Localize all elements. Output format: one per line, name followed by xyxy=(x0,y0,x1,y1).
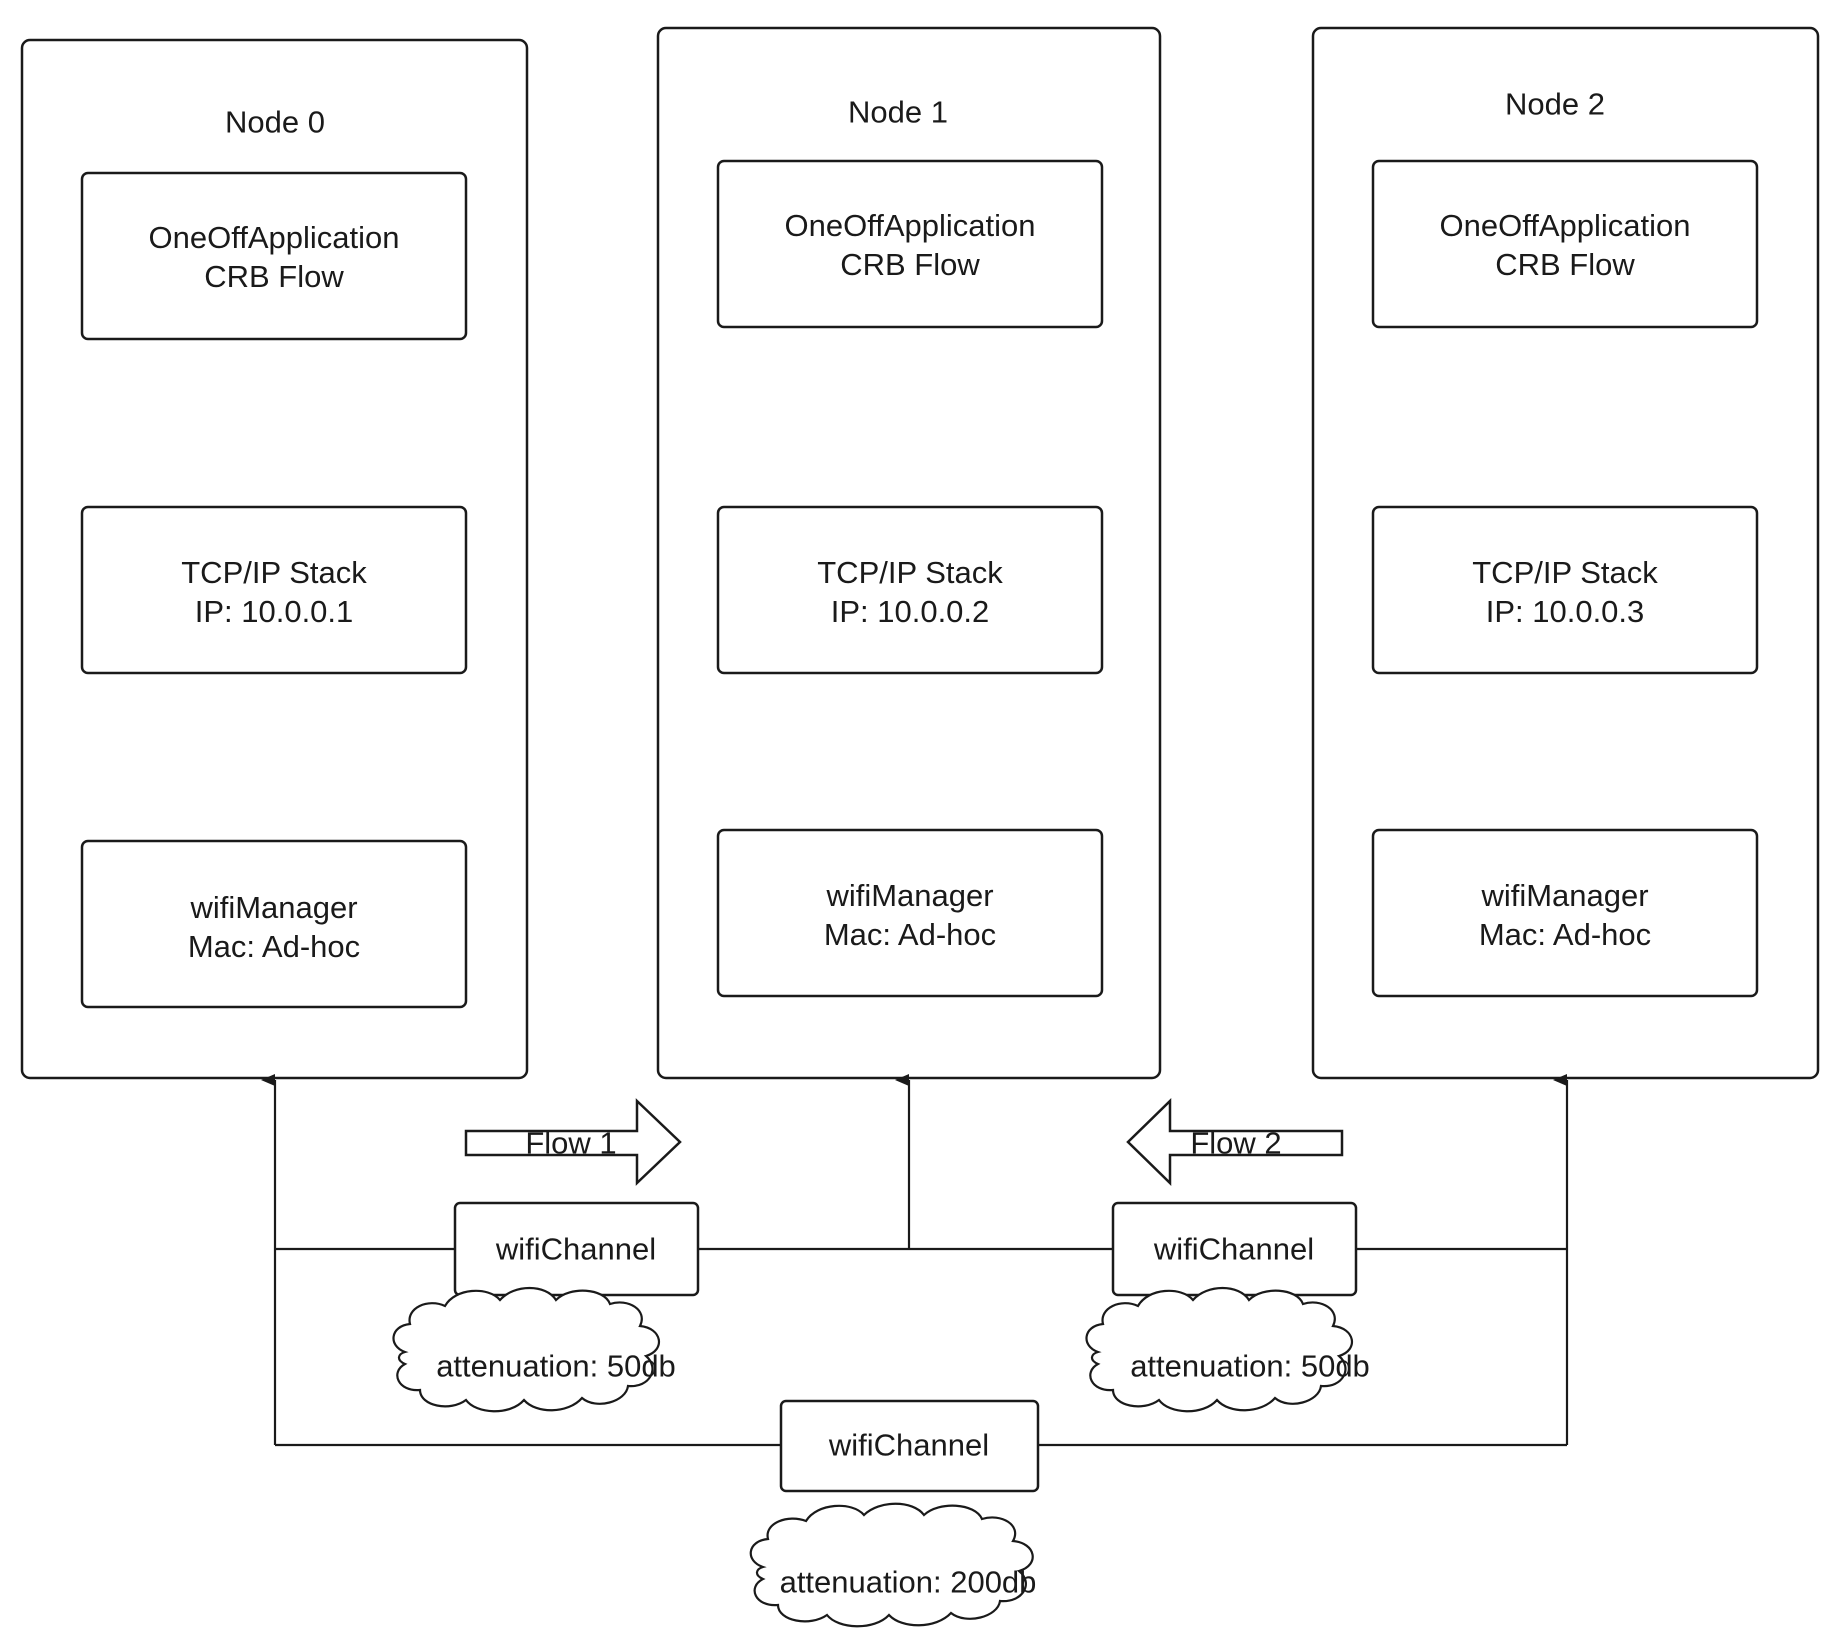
node-1-title: Node 1 xyxy=(848,94,948,130)
node-0-app-box xyxy=(80,171,468,341)
node-1-stack-line1: TCP/IP Stack xyxy=(817,555,1003,590)
node-0-mac-box xyxy=(80,839,468,1009)
node-0-mac-line1: wifiManager xyxy=(190,890,358,925)
node-1-app-box xyxy=(716,159,1104,329)
attenuation-cloud-c xyxy=(749,1502,1034,1628)
node-0-app-line2: CRB Flow xyxy=(204,259,344,294)
flow-1-label: Flow 1 xyxy=(525,1125,617,1161)
node-2-title: Node 2 xyxy=(1505,86,1605,122)
wifi-channel-b-label: wifiChannel xyxy=(1153,1231,1315,1267)
node-0-stack-line1: TCP/IP Stack xyxy=(181,555,367,590)
node-2-mac-label: wifiManager Mac: Ad-hoc xyxy=(1479,876,1651,954)
node-1-mac-line2: Mac: Ad-hoc xyxy=(823,917,997,952)
attenuation-cloud-b xyxy=(1085,1287,1354,1413)
node-1-stack-line2: IP: 10.0.0.2 xyxy=(830,594,990,629)
node-2-app-line2: CRB Flow xyxy=(1495,247,1635,282)
attenuation-cloud-a xyxy=(392,1287,661,1413)
wifi-channel-a-label: wifiChannel xyxy=(495,1231,657,1267)
node-2-app-line1: OneOffApplication xyxy=(1439,208,1691,243)
node-0-mac-line2: Mac: Ad-hoc xyxy=(187,929,361,964)
node-2-mac-line2: Mac: Ad-hoc xyxy=(1478,917,1652,952)
flow-1-arrow xyxy=(464,1098,682,1186)
node-1-mac-box xyxy=(716,828,1104,998)
wifi-channel-c-box xyxy=(779,1399,1040,1493)
wifi-channel-c-label: wifiChannel xyxy=(828,1427,990,1463)
attenuation-b-label: attenuation: 50db xyxy=(1130,1348,1370,1384)
node-1-stack-box xyxy=(716,505,1104,675)
attenuation-c-label: attenuation: 200db xyxy=(779,1564,1037,1600)
attenuation-a-label: attenuation: 50db xyxy=(436,1348,676,1384)
node-2-stack-line2: IP: 10.0.0.3 xyxy=(1485,594,1645,629)
node-1-stack-label: TCP/IP Stack IP: 10.0.0.2 xyxy=(817,553,1003,631)
node-2-mac-box xyxy=(1371,828,1759,998)
node-2-stack-box xyxy=(1371,505,1759,675)
node-2-stack-label: TCP/IP Stack IP: 10.0.0.3 xyxy=(1472,553,1658,631)
node-1-mac-line1: wifiManager xyxy=(826,878,994,913)
flow-2-label: Flow 2 xyxy=(1190,1125,1282,1161)
node-1-app-line1: OneOffApplication xyxy=(784,208,1036,243)
node-0-mac-label: wifiManager Mac: Ad-hoc xyxy=(188,888,360,966)
node-0-stack-box xyxy=(80,505,468,675)
node-1-mac-label: wifiManager Mac: Ad-hoc xyxy=(824,876,996,954)
node-2-stack-line1: TCP/IP Stack xyxy=(1472,555,1658,590)
flow-2-arrow xyxy=(1126,1098,1344,1186)
node-0-app-line1: OneOffApplication xyxy=(148,220,400,255)
node-2-mac-line1: wifiManager xyxy=(1481,878,1649,913)
node-0-title: Node 0 xyxy=(225,104,325,140)
node-0-app-label: OneOffApplication CRB Flow xyxy=(148,218,399,296)
node-0-stack-label: TCP/IP Stack IP: 10.0.0.1 xyxy=(181,553,367,631)
node-2-app-box xyxy=(1371,159,1759,329)
node-1-app-line2: CRB Flow xyxy=(840,247,980,282)
node-0-stack-line2: IP: 10.0.0.1 xyxy=(194,594,354,629)
node-2-app-label: OneOffApplication CRB Flow xyxy=(1439,206,1690,284)
node-1-app-label: OneOffApplication CRB Flow xyxy=(784,206,1035,284)
